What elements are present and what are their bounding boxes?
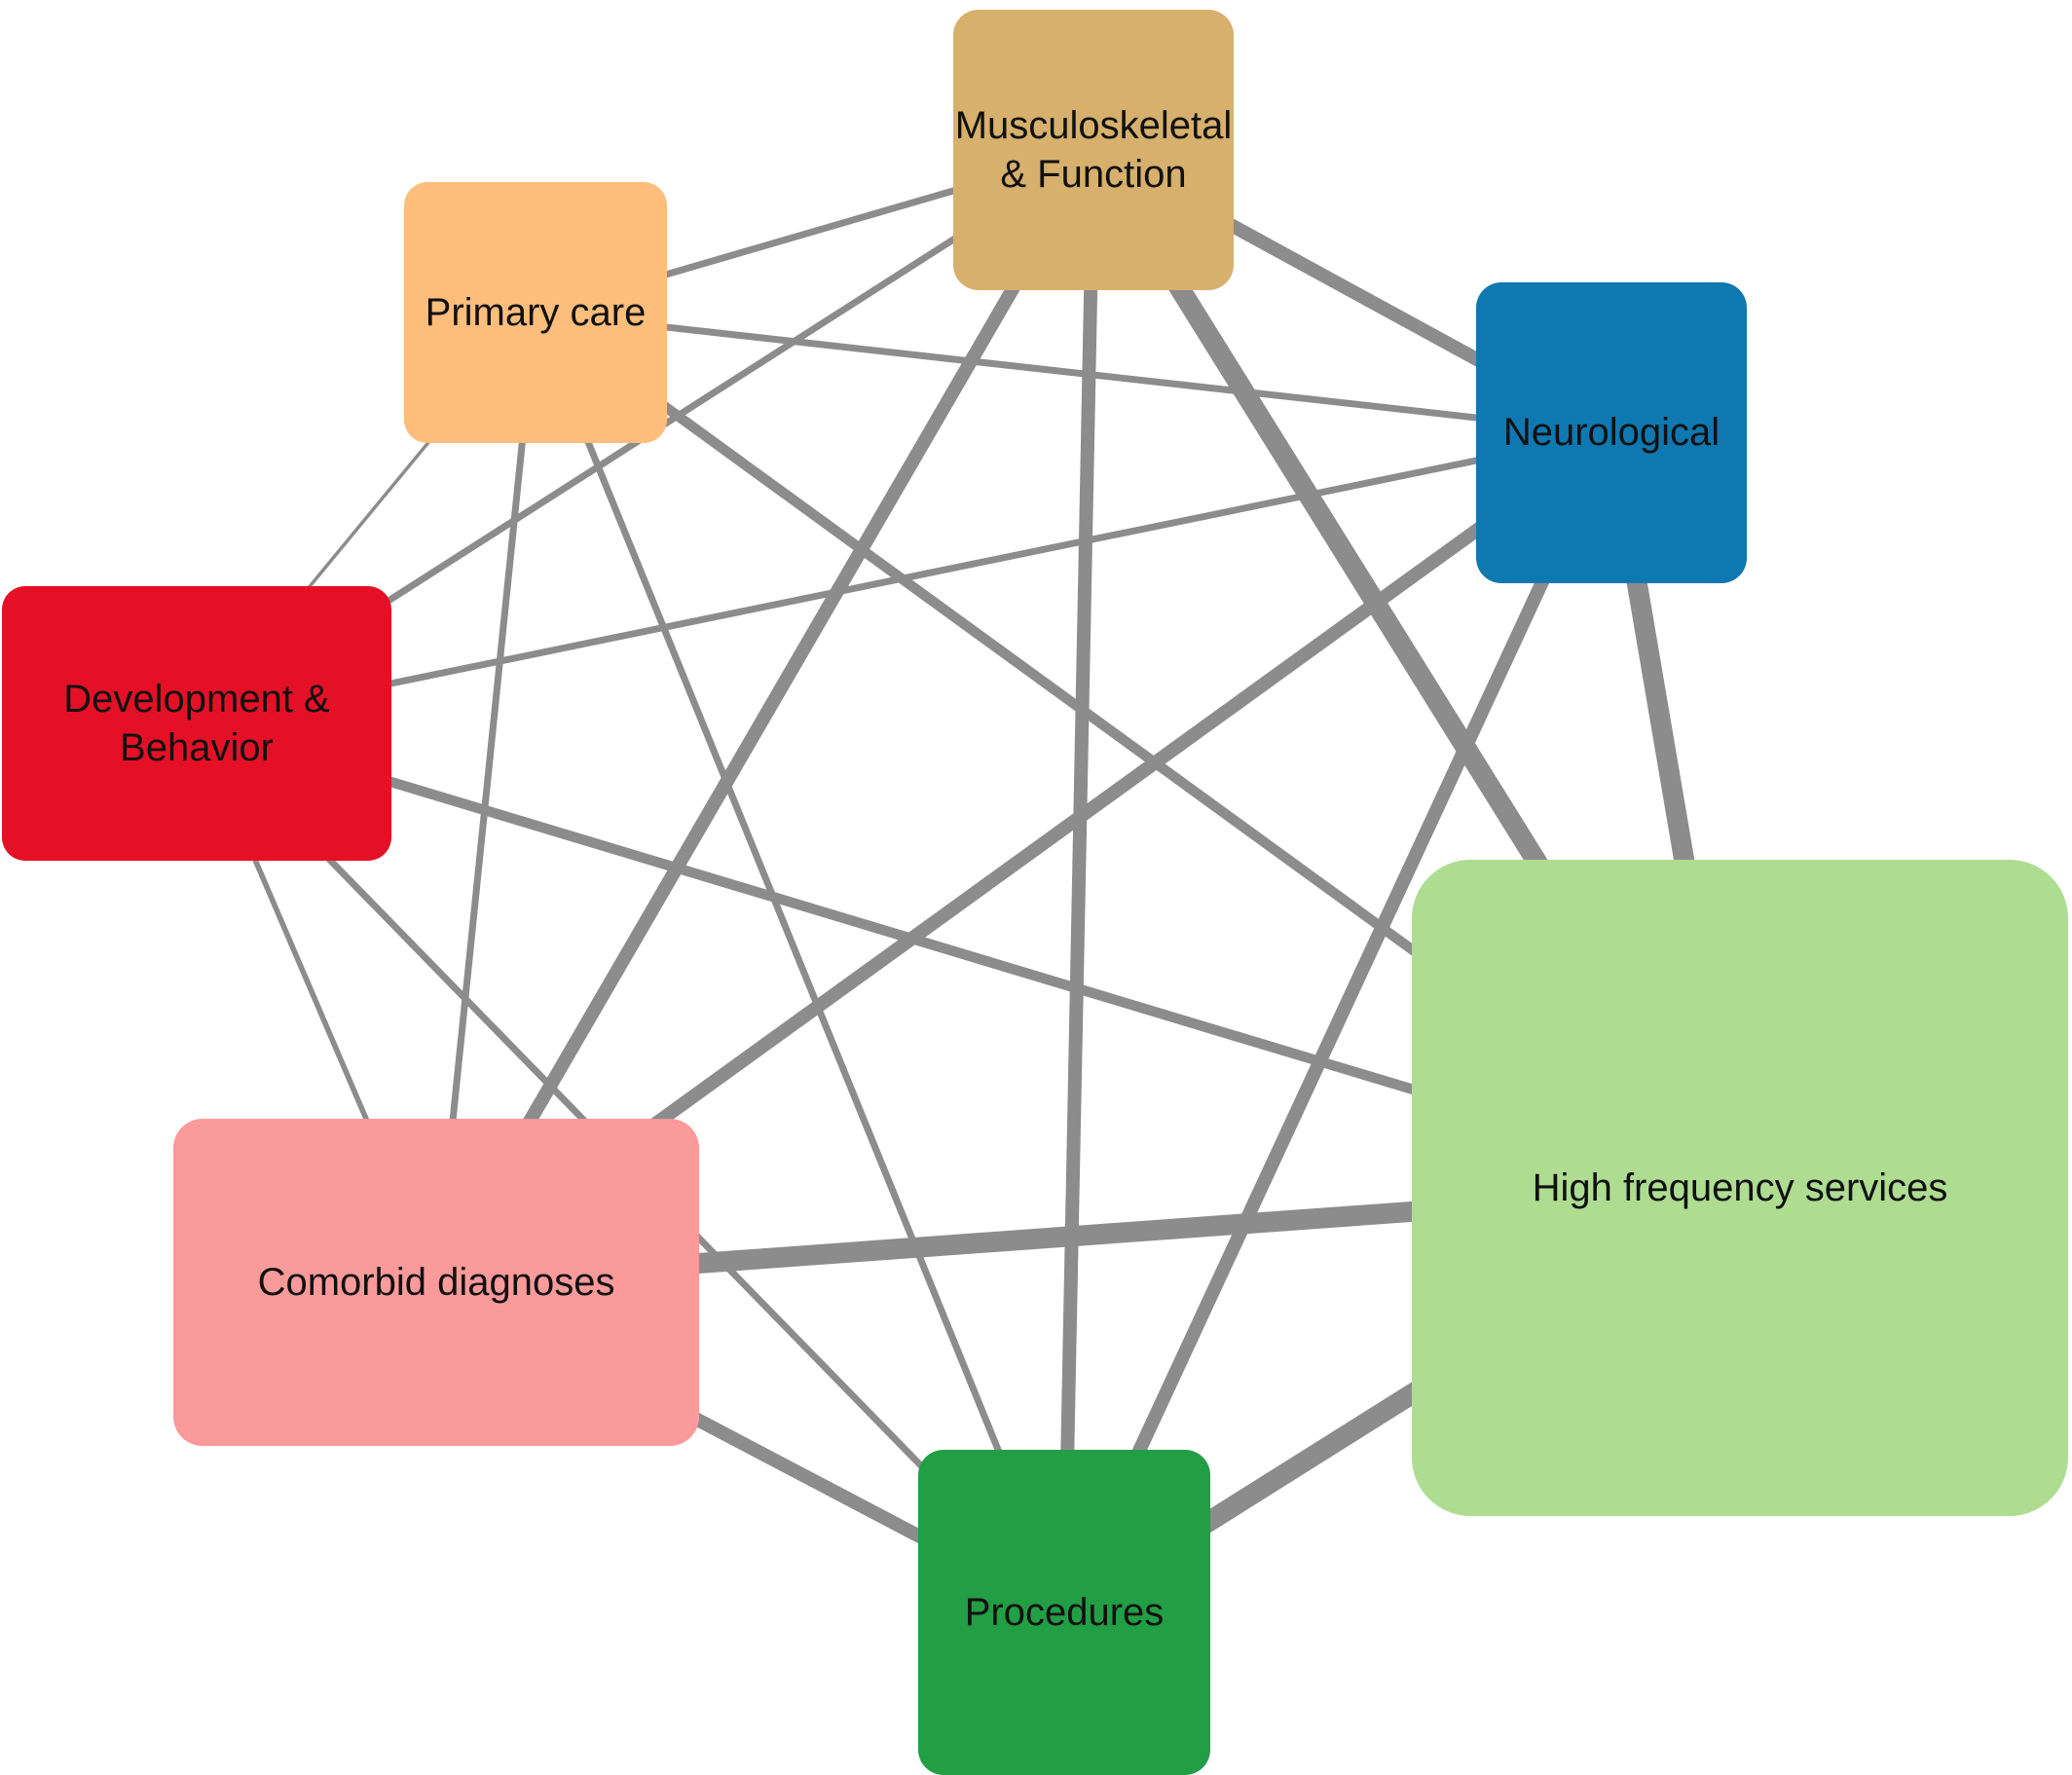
node-development-behavior[interactable]: Development & Behavior — [2, 586, 391, 861]
node-comorbid-diagnoses[interactable]: Comorbid diagnoses — [173, 1119, 699, 1446]
node-label-primary-care: Primary care — [425, 290, 647, 334]
edge-musc-proc — [1057, 149, 1100, 1613]
edge-neuro-proc — [1057, 429, 1618, 1615]
edge-prim-proc — [532, 311, 1068, 1614]
node-primary-care[interactable]: Primary care — [404, 182, 667, 443]
node-neurological[interactable]: Neurological — [1476, 282, 1747, 583]
edge-prim-neuro — [535, 309, 1612, 436]
edge-musc-comor — [429, 146, 1100, 1286]
node-procedures[interactable]: Procedures — [918, 1450, 1210, 1775]
node-label-high-frequency-services: High frequency services — [1532, 1165, 1948, 1209]
node-musculoskeletal-function[interactable]: Musculoskeletal & Function — [953, 10, 1234, 290]
node-label-neurological: Neurological — [1502, 411, 1720, 455]
node-label-musculoskeletal-function: Musculoskeletal & Function — [954, 104, 1233, 197]
edge-neuro-dev — [196, 429, 1612, 727]
node-label-comorbid-diagnoses: Comorbid diagnoses — [257, 1260, 615, 1304]
node-label-procedures: Procedures — [964, 1590, 1165, 1634]
node-high-frequency-services[interactable]: High frequency services — [1412, 860, 2068, 1516]
node-label-development-behavior: Development & Behavior — [63, 677, 330, 769]
